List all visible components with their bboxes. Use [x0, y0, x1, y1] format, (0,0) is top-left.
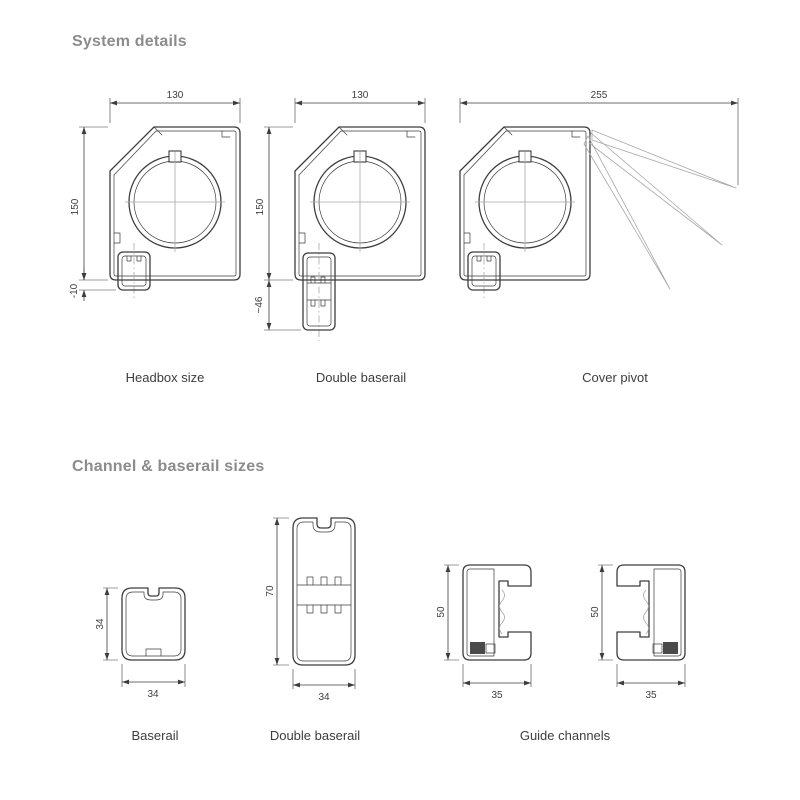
dim-guide-right-height: 50 — [590, 564, 613, 661]
cover-open-positions — [583, 129, 737, 290]
baserail-in-headbox-drawing — [117, 242, 151, 302]
label-headbox-size: Headbox size — [125, 370, 205, 385]
dim-headbox-width: 130 — [294, 90, 426, 123]
dim-text-drop: -10 — [69, 283, 80, 298]
profile-guide-channel-left: 50 35 — [436, 564, 532, 701]
dim-text-width: 130 — [167, 90, 184, 101]
dim-guide-left-height: 50 — [436, 564, 459, 661]
double-baserail-in-headbox-drawing — [302, 242, 336, 342]
dim-text-height: 34 — [95, 618, 106, 630]
dim-text-width: 35 — [491, 690, 503, 701]
dim-text-height: 70 — [265, 585, 276, 597]
label-double-baserail-diagram: Double baserail — [315, 370, 407, 385]
diagram-double-baserail: 130 150 ~46 — [254, 90, 426, 342]
dim-text-width: 35 — [645, 690, 657, 701]
dim-headbox-height: 150 — [255, 126, 293, 281]
double-baserail-profile-drawing — [292, 517, 356, 666]
section-title-channel-sizes: Channel & baserail sizes — [72, 458, 265, 475]
label-double-baserail-profile: Double baserail — [269, 728, 361, 743]
guide-channel-right-drawing — [616, 564, 686, 661]
baserail-in-headbox-drawing — [467, 242, 501, 302]
label-guide-channels: Guide channels — [519, 728, 611, 743]
label-cover-pivot: Cover pivot — [582, 370, 648, 385]
guide-channel-left-drawing — [462, 564, 532, 661]
diagram-headbox-size: 130 150 -10 — [69, 90, 241, 302]
section-title-system-details: System details — [72, 33, 187, 50]
dim-baserail-drop: ~46 — [254, 280, 301, 331]
label-baserail: Baserail — [131, 728, 179, 743]
dim-text-width: 130 — [352, 90, 369, 101]
dim-guide-right-width: 35 — [616, 664, 686, 701]
dim-double-baserail-height: 70 — [265, 517, 289, 666]
dim-baserail-height: 34 — [95, 587, 118, 661]
dim-guide-left-width: 35 — [462, 664, 532, 701]
profile-guide-channel-right: 50 35 — [590, 564, 686, 701]
dim-text-drop: ~46 — [254, 296, 265, 313]
dim-headbox-drop: -10 — [69, 269, 116, 301]
dim-text-height: 50 — [590, 606, 601, 618]
dim-text-width: 34 — [318, 692, 330, 703]
dim-headbox-height: 150 — [70, 126, 108, 281]
diagram-cover-pivot: 255 — [459, 90, 739, 302]
baserail-profile-drawing — [121, 587, 186, 661]
dim-text-height: 150 — [70, 198, 81, 215]
dim-pivot-width: 255 — [459, 90, 739, 185]
headbox-drawing — [459, 126, 591, 281]
dim-text-width: 255 — [591, 90, 608, 101]
dim-text-width: 34 — [147, 689, 159, 700]
dim-double-baserail-width: 34 — [292, 669, 356, 703]
profile-double-baserail: 70 34 — [265, 517, 356, 703]
dim-text-height: 150 — [255, 198, 266, 215]
dim-text-height: 50 — [436, 606, 447, 618]
dim-headbox-width: 130 — [109, 90, 241, 123]
headbox-drawing — [109, 126, 241, 281]
profile-baserail: 34 34 — [95, 587, 186, 700]
dim-baserail-width: 34 — [121, 664, 186, 700]
